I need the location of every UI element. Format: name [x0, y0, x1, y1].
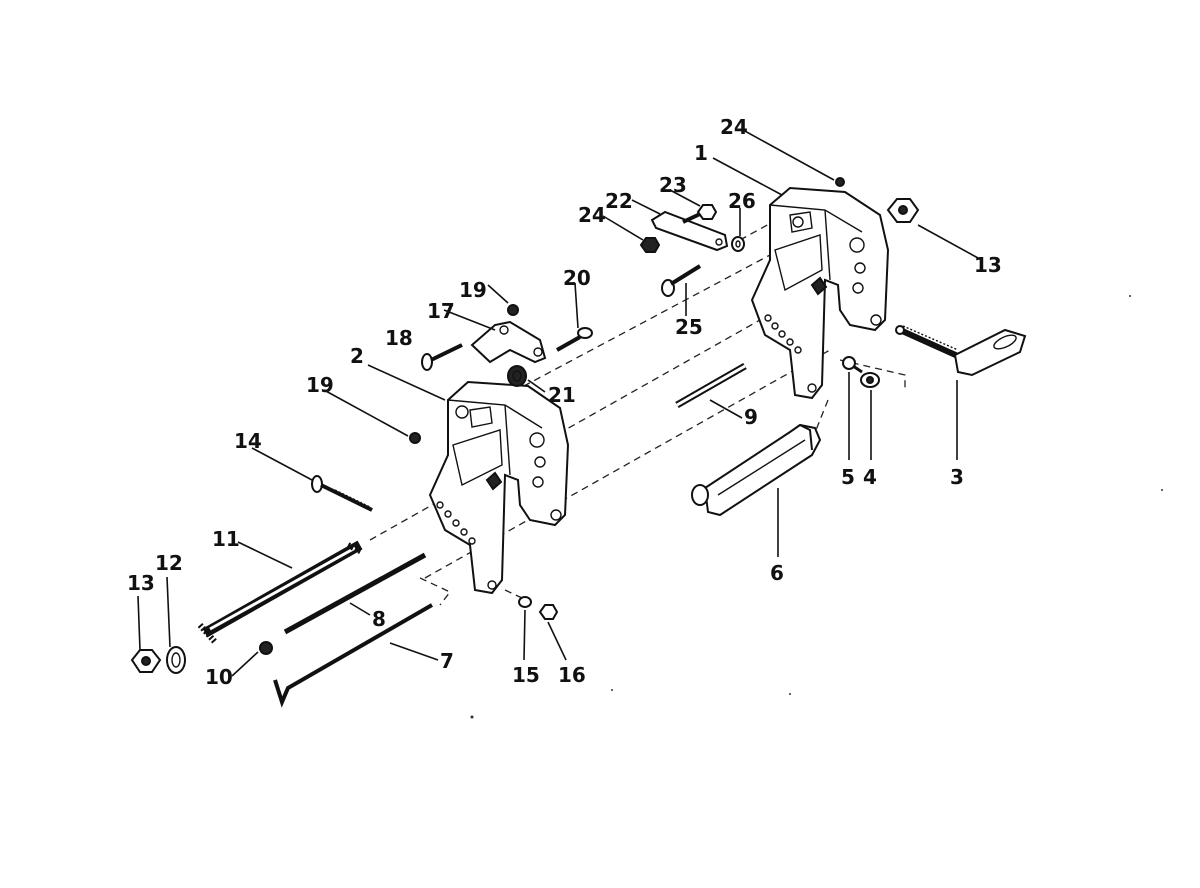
callout-16: 16 — [558, 663, 586, 687]
callout-10: 10 — [205, 665, 233, 689]
nut-19-top — [507, 304, 519, 316]
hex-nut-13-right — [886, 198, 920, 223]
callout-22: 22 — [605, 189, 633, 213]
callout-17: 17 — [427, 299, 455, 323]
bolt-25 — [661, 264, 702, 297]
cap-nut-10 — [259, 641, 273, 655]
bolt-18 — [421, 343, 463, 371]
transom-handle — [691, 423, 822, 517]
callout-14: 14 — [234, 429, 262, 453]
callout-19-top: 19 — [459, 278, 487, 302]
callout-12: 12 — [155, 551, 183, 575]
callout-13-left: 13 — [127, 571, 155, 595]
link-plate — [650, 210, 729, 252]
scan-specks — [470, 295, 1163, 719]
callout-9: 9 — [744, 405, 758, 429]
leader-lines — [137, 129, 979, 677]
hex-nut-13-left — [130, 649, 162, 673]
callout-26: 26 — [728, 189, 756, 213]
clamp-bracket-left — [428, 380, 570, 595]
washer-4 — [860, 372, 880, 388]
bolt-14 — [311, 475, 373, 512]
callout-19-left: 19 — [306, 373, 334, 397]
tube-9 — [675, 362, 747, 409]
callout-21: 21 — [548, 383, 576, 407]
l-pin — [273, 603, 433, 708]
callout-6: 6 — [770, 561, 784, 585]
screw-5 — [842, 356, 863, 374]
callout-24-top: 24 — [720, 115, 748, 139]
nut-24-top — [835, 177, 845, 187]
bolt-23 — [682, 204, 718, 224]
washer-15 — [518, 596, 532, 608]
nut-19-left — [409, 432, 421, 444]
washer-26 — [731, 236, 745, 252]
tilt-rod — [283, 552, 427, 635]
callout-20: 20 — [563, 266, 591, 290]
nut-16 — [538, 604, 559, 620]
callout-13-right: 13 — [974, 253, 1002, 277]
callout-1: 1 — [694, 141, 708, 165]
callout-2: 2 — [350, 344, 364, 368]
callout-15: 15 — [512, 663, 540, 687]
callout-18: 18 — [385, 326, 413, 350]
callout-8: 8 — [372, 607, 386, 631]
callout-5: 5 — [841, 465, 855, 489]
callout-23: 23 — [659, 173, 687, 197]
callouts: 1 2 3 4 5 6 7 8 9 10 11 12 13 13 14 15 1… — [127, 115, 1002, 689]
clamp-screw-handle — [895, 325, 1027, 377]
callout-3: 3 — [950, 465, 964, 489]
clamp-bracket-right — [750, 186, 890, 400]
bolt-20 — [556, 327, 593, 352]
callout-25: 25 — [675, 315, 703, 339]
spring-21 — [507, 365, 527, 387]
lever-plate — [470, 320, 547, 364]
callout-4: 4 — [863, 465, 877, 489]
nut-24-left — [639, 237, 661, 253]
callout-7: 7 — [440, 649, 454, 673]
callout-11: 11 — [212, 527, 240, 551]
callout-24-left: 24 — [578, 203, 606, 227]
threaded-tube — [197, 540, 364, 644]
lock-washer-12 — [166, 646, 186, 674]
